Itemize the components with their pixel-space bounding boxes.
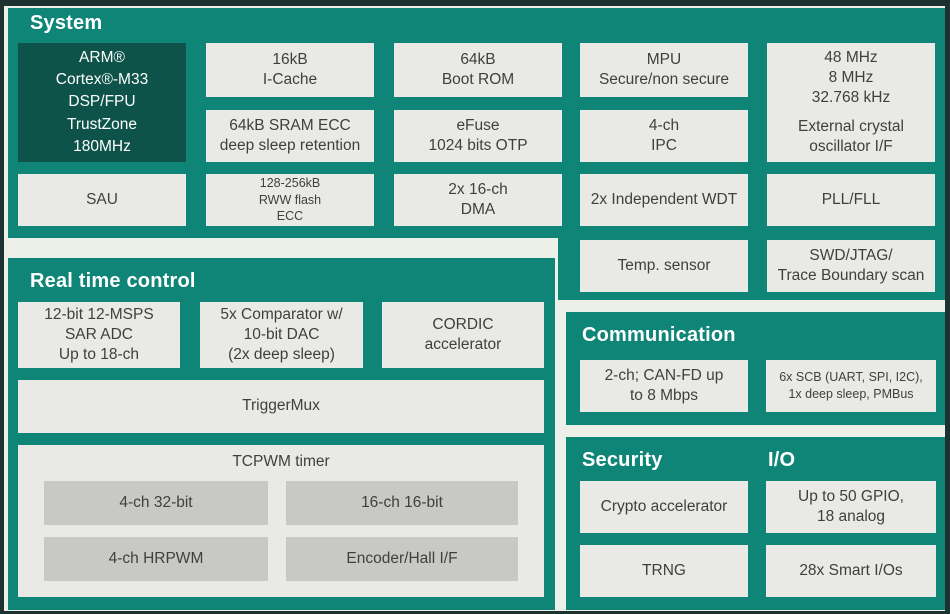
- security-title: Security: [582, 449, 663, 471]
- system-title: System: [30, 12, 103, 34]
- tcpwm-4ch-hrpwm-block: 4-ch HRPWM: [44, 537, 268, 581]
- scb-block: 6x SCB (UART, SPI, I2C), 1x deep sleep, …: [766, 360, 936, 412]
- dma-block: 2x 16-ch DMA: [394, 174, 562, 226]
- crystal-oscillator-block: 48 MHz 8 MHz 32.768 kHz External crystal…: [767, 43, 935, 162]
- can-fd-block: 2-ch; CAN-FD up to 8 Mbps: [580, 360, 748, 412]
- watchdog-block: 2x Independent WDT: [580, 174, 748, 226]
- crypto-accelerator-block: Crypto accelerator: [580, 481, 748, 533]
- swd-jtag-block: SWD/JTAG/ Trace Boundary scan: [767, 240, 935, 292]
- smart-io-block: 28x Smart I/Os: [766, 545, 936, 597]
- mpu-block: MPU Secure/non secure: [580, 43, 748, 97]
- io-title: I/O: [768, 449, 796, 471]
- gpio-block: Up to 50 GPIO, 18 analog: [766, 481, 936, 533]
- external-crystal-label: External crystal oscillator I/F: [798, 118, 904, 156]
- tcpwm-16ch-16bit-block: 16-ch 16-bit: [286, 481, 518, 525]
- pll-fll-block: PLL/FLL: [767, 174, 935, 226]
- cpu-core-block: ARM® Cortex®-M33 DSP/FPU TrustZone 180MH…: [18, 43, 186, 162]
- boot-rom-block: 64kB Boot ROM: [394, 43, 562, 97]
- icache-block: 16kB I-Cache: [206, 43, 374, 97]
- sram-block: 64kB SRAM ECC deep sleep retention: [206, 110, 374, 162]
- real-time-control-title: Real time control: [30, 270, 196, 292]
- tcpwm-timer-block: TCPWM timer 4-ch 32-bit 16-ch 16-bit 4-c…: [18, 445, 544, 597]
- efuse-block: eFuse 1024 bits OTP: [394, 110, 562, 162]
- temp-sensor-block: Temp. sensor: [580, 240, 748, 292]
- ipc-block: 4-ch IPC: [580, 110, 748, 162]
- cordic-accelerator-block: CORDIC accelerator: [382, 302, 544, 368]
- sar-adc-block: 12-bit 12-MSPS SAR ADC Up to 18-ch: [18, 302, 180, 368]
- tcpwm-encoder-hall-block: Encoder/Hall I/F: [286, 537, 518, 581]
- triggermux-block: TriggerMux: [18, 380, 544, 433]
- tcpwm-4ch-32bit-block: 4-ch 32-bit: [44, 481, 268, 525]
- trng-block: TRNG: [580, 545, 748, 597]
- comparator-dac-block: 5x Comparator w/ 10-bit DAC (2x deep sle…: [200, 302, 363, 368]
- tcpwm-timer-title: TCPWM timer: [232, 453, 330, 470]
- sau-block: SAU: [18, 174, 186, 226]
- rww-flash-block: 128-256kB RWW flash ECC: [206, 174, 374, 226]
- clock-frequencies: 48 MHz 8 MHz 32.768 kHz: [811, 48, 891, 106]
- communication-title: Communication: [582, 324, 736, 346]
